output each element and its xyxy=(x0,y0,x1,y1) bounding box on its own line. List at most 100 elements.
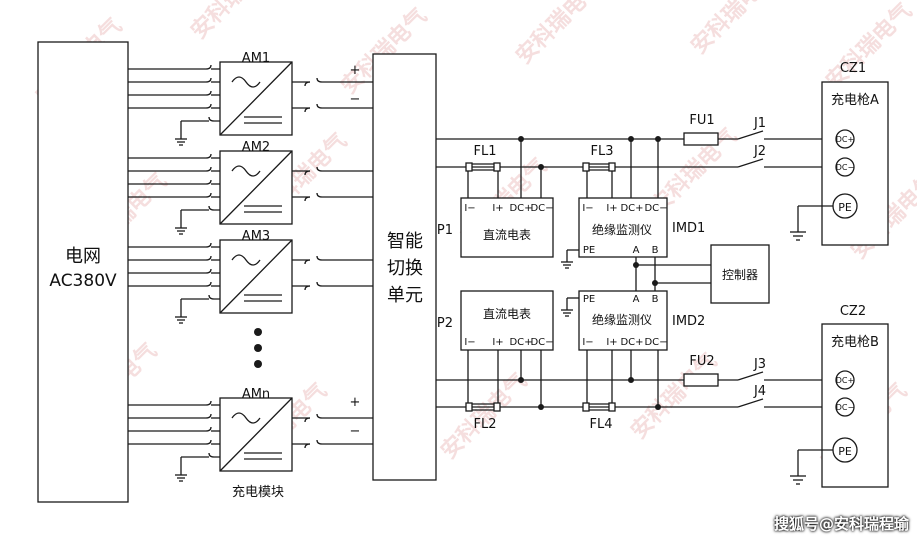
polarity-plus-amn: + xyxy=(350,395,361,410)
imd1-pe-terminal: PE xyxy=(583,245,595,256)
module-am2-dc-output-connector xyxy=(304,170,311,176)
module-am1-ac-input-connector xyxy=(200,77,212,83)
module-am1-ac-input-connector xyxy=(200,64,212,70)
module-am1-dc-output-connector xyxy=(304,81,311,87)
filter-label-fl4: FL4 xyxy=(590,417,613,432)
meter-p1-name: 直流电表 xyxy=(483,228,531,242)
watermark-text: 安科瑞电气 xyxy=(821,0,917,94)
grid-label-line2: AC380V xyxy=(49,271,117,291)
module-am3-ac-input-connector xyxy=(200,242,212,248)
imd2-label: IMD2 xyxy=(672,314,705,329)
meter-p2-name: 直流电表 xyxy=(483,307,531,321)
meter-p2-terminal: DC− xyxy=(530,337,553,348)
module-am3-dc-output-connector xyxy=(304,259,311,265)
module-amn-dc-output-connector xyxy=(316,439,323,445)
upper-dc-bus xyxy=(436,138,824,198)
module-am1-pe-connector xyxy=(208,116,220,122)
module-amn-dc-output-connector xyxy=(316,413,323,419)
charging-modules xyxy=(128,61,373,482)
meter-p1-terminal: I+ xyxy=(492,203,503,214)
gun-a-pe-label: PE xyxy=(838,201,852,214)
module-amn-pe-connector xyxy=(208,452,220,458)
module-am1-diagonal xyxy=(219,61,293,136)
module-amn-dc-output-connector xyxy=(304,417,311,423)
watermark-text: 安科瑞电气 xyxy=(186,0,282,44)
filter-fl4 xyxy=(582,402,616,412)
polarity-minus-amn: − xyxy=(350,424,361,439)
module-amn-diagonal xyxy=(219,397,293,472)
imd2-box xyxy=(578,290,668,351)
module-label-am1: AM1 xyxy=(242,51,270,66)
module-am3-ac-input-connector xyxy=(200,268,212,274)
module-am1-ac-input-connector xyxy=(200,90,212,96)
junction-dot xyxy=(518,377,524,383)
watermark-text: 安科瑞电气 xyxy=(511,0,607,69)
module-am3-dc-output-connector xyxy=(304,285,311,291)
module-amn-ac-input-connector xyxy=(200,439,212,445)
module-am1-ac-symbol xyxy=(231,76,261,88)
imd2-b-terminal: B xyxy=(652,294,659,305)
module-am2-pe-connector xyxy=(208,205,220,211)
fuse-fu2 xyxy=(683,373,719,387)
modules-caption: 充电模块 xyxy=(232,484,284,500)
module-am1-dc-output-connector xyxy=(304,107,311,113)
module-amn-ac-input-connector xyxy=(200,413,212,419)
ground-imd2 xyxy=(561,297,579,317)
junction-dot xyxy=(633,262,639,268)
gun-a-name: 充电枪A xyxy=(831,92,879,108)
imd1-terminal: I+ xyxy=(606,203,617,214)
gun-b-dcp-label: DC+ xyxy=(836,376,854,385)
polarity-plus-am1: + xyxy=(350,63,361,78)
imd1-b-terminal: B xyxy=(652,245,659,256)
module-am2-ac-input-connector xyxy=(200,192,212,198)
module-am2-dc-output-connector xyxy=(316,166,323,172)
imd1-name: 绝缘监测仪 xyxy=(592,222,652,237)
imd1-terminal: I− xyxy=(582,203,593,214)
junction-dot xyxy=(628,136,634,142)
contactor-label-j1: J1 xyxy=(753,116,766,131)
meter-p1-terminal: DC− xyxy=(530,203,553,214)
meter-p2-terminal: DC+ xyxy=(509,337,532,348)
meter-p1-terminal: DC+ xyxy=(509,203,532,214)
filter-label-fl3: FL3 xyxy=(591,144,614,159)
contactor-j3 xyxy=(737,371,764,381)
contactor-label-j4: J4 xyxy=(753,384,766,399)
module-amn-ac-input-connector xyxy=(200,400,212,406)
fuse-fu1 xyxy=(683,132,719,146)
controller-box xyxy=(710,244,770,304)
junction-dot xyxy=(538,404,544,410)
module-amn-dc-output-connector xyxy=(304,443,311,449)
module-am3-pe-connector xyxy=(208,294,220,300)
module-am1-ac-input-connector xyxy=(200,103,212,109)
junction-dot xyxy=(518,136,524,142)
gun-b-dcm-label: DC− xyxy=(836,403,854,412)
filter-fl2 xyxy=(465,402,501,412)
gun-b-code: CZ2 xyxy=(840,304,866,319)
ellipsis-dot xyxy=(254,360,262,368)
meter-p2-label: P2 xyxy=(437,316,453,331)
meter-p2-terminal: I− xyxy=(464,337,475,348)
contactor-j1 xyxy=(737,130,764,140)
junction-dot xyxy=(538,164,544,170)
meter-p2-terminal: I+ xyxy=(492,337,503,348)
imd2-terminal: I+ xyxy=(606,337,617,348)
junction-dot xyxy=(628,377,634,383)
contactor-j2 xyxy=(737,158,764,168)
module-am3-ac-input-connector xyxy=(200,255,212,261)
module-amn-ac-symbol xyxy=(231,412,261,424)
meter-p2-box xyxy=(460,290,554,351)
switching-unit-line1: 智能 xyxy=(387,231,423,252)
contactor-label-j2: J2 xyxy=(753,144,766,159)
imd1-box xyxy=(578,197,668,258)
module-am2-dc-output-connector xyxy=(304,196,311,202)
imd2-terminal: DC+ xyxy=(620,337,643,348)
grid-box xyxy=(37,41,129,503)
switching-unit-line2: 切换 xyxy=(387,258,423,279)
gun-a-dcp-pin xyxy=(835,129,855,149)
gun-a-box xyxy=(821,81,889,246)
switching-unit-box xyxy=(372,53,437,481)
module-am2-diagonal xyxy=(219,150,293,225)
filter-fl1 xyxy=(465,162,501,172)
ground-gun-b xyxy=(790,449,833,485)
